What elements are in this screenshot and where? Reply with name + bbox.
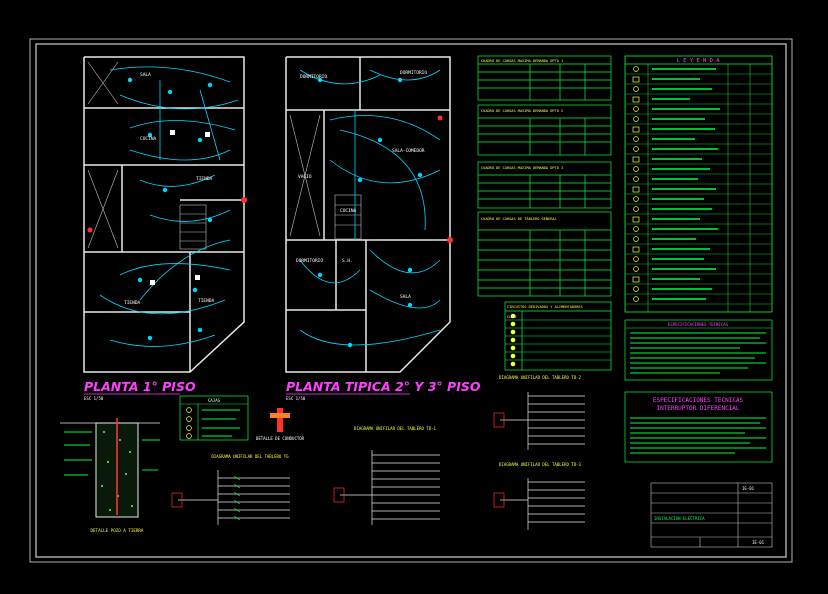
grounding-detail-title: DETALLE POZO A TIERRA xyxy=(91,528,144,533)
floor2-plan: DORMITORIO DORMITORIO SALA-COMEDOR VACIO… xyxy=(285,56,481,401)
circuits-table-title: CIRCUITOS DERIVADOS Y ALIMENTADORES xyxy=(507,305,583,309)
diagram-td1-title: DIAGRAMA UNIFILAR DEL TABLERO TD-1 xyxy=(354,426,436,431)
diagram-td3-title: DIAGRAMA UNIFILAR DEL TABLERO TD-3 xyxy=(499,462,581,467)
room-label-floor1-5: TIENDA xyxy=(198,298,215,304)
legend-title: L E Y E N D A xyxy=(676,58,720,64)
room-label-floor1-4: TIENDA xyxy=(124,300,141,306)
floor1-plan: SALA COCINA TIENDA TIENDA TIENDA PLANTA … xyxy=(83,56,247,401)
room-label-floor2-4: VACIO xyxy=(298,174,312,180)
diagram-td2-title: DIAGRAMA UNIFILAR DEL TABLERO TD-2 xyxy=(499,375,581,380)
spec-box-title-2: INTERRUPTOR DIFERENCIAL xyxy=(656,405,739,412)
title-block-code: IE-01 xyxy=(752,540,765,545)
conductor-detail: DETALLE DE CONDUCTOR xyxy=(256,408,305,441)
load-table-4-title: CUADRO DE CARGAS DE TABLERO GENERAL xyxy=(481,217,557,221)
diagram-tg-title: DIAGRAMA UNIFILAR DEL TABLERO TG xyxy=(211,454,289,459)
load-table-1-title: CUADRO DE CARGAS MAXIMA DEMANDA DPTO 1 xyxy=(481,59,563,63)
conductor-detail-title: DETALLE DE CONDUCTOR xyxy=(256,436,305,441)
boxes-key-table-title: CAJAS xyxy=(208,398,221,403)
room-label-floor2-5: COCINA xyxy=(340,208,357,214)
floor2-plan-scale: ESC 1/50 xyxy=(286,396,306,401)
room-label-floor1-3: TIENDA xyxy=(196,176,213,182)
room-label-floor2-8: SALA xyxy=(400,294,411,300)
room-label-floor2-7: S.H. xyxy=(342,258,353,264)
single-line-diagram-td2 xyxy=(493,392,585,450)
load-table-3-title: CUADRO DE CARGAS MAXIMA DEMANDA DPTO 3 xyxy=(481,166,563,170)
sheet-frame xyxy=(29,38,793,563)
spec-box-title-1: ESPECIFICACIONES TECNICAS xyxy=(653,397,744,404)
room-label-floor1-1: SALA xyxy=(140,72,151,78)
load-table-2-title: CUADRO DE CARGAS MAXIMA DEMANDA DPTO 2 xyxy=(481,109,563,113)
single-line-diagram-td1 xyxy=(333,450,440,525)
room-label-floor2-3: SALA-COMEDOR xyxy=(392,148,425,154)
circuits-table: CIRCUITOS DERIVADOS Y ALIMENTADORES CLAV… xyxy=(504,301,612,371)
room-label-floor1-2: COCINA xyxy=(140,136,157,142)
title-block-project: INSTALACION ELECTRICA xyxy=(654,516,705,521)
grounding-detail: DETALLE POZO A TIERRA xyxy=(60,418,160,533)
load-tables xyxy=(477,55,612,297)
floor1-plan-scale: ESC 1/50 xyxy=(84,396,104,401)
specifications-block: ESPECIFICACIONES TECNICAS ESPECIFICACION… xyxy=(624,319,773,463)
room-label-floor2-6: DORMITORIO xyxy=(296,258,323,264)
room-label-floor2-1: DORMITORIO xyxy=(300,74,327,80)
floor1-plan-title: PLANTA 1° PISO xyxy=(84,379,196,394)
title-block xyxy=(650,482,773,548)
legend-table: L E Y E N D A xyxy=(624,55,773,313)
single-line-diagram-tg xyxy=(171,470,290,525)
specifications-title: ESPECIFICACIONES TECNICAS xyxy=(668,322,729,327)
circuits-table-key-header: CLAVE xyxy=(507,315,517,319)
single-line-diagram-td3 xyxy=(493,478,585,530)
floor2-plan-title: PLANTA TIPICA 2° Y 3° PISO xyxy=(286,379,481,394)
room-label-floor2-2: DORMITORIO xyxy=(400,70,427,76)
title-block-sheet-number: IE-01 xyxy=(742,486,755,491)
boxes-key-table: CAJAS xyxy=(179,395,249,441)
